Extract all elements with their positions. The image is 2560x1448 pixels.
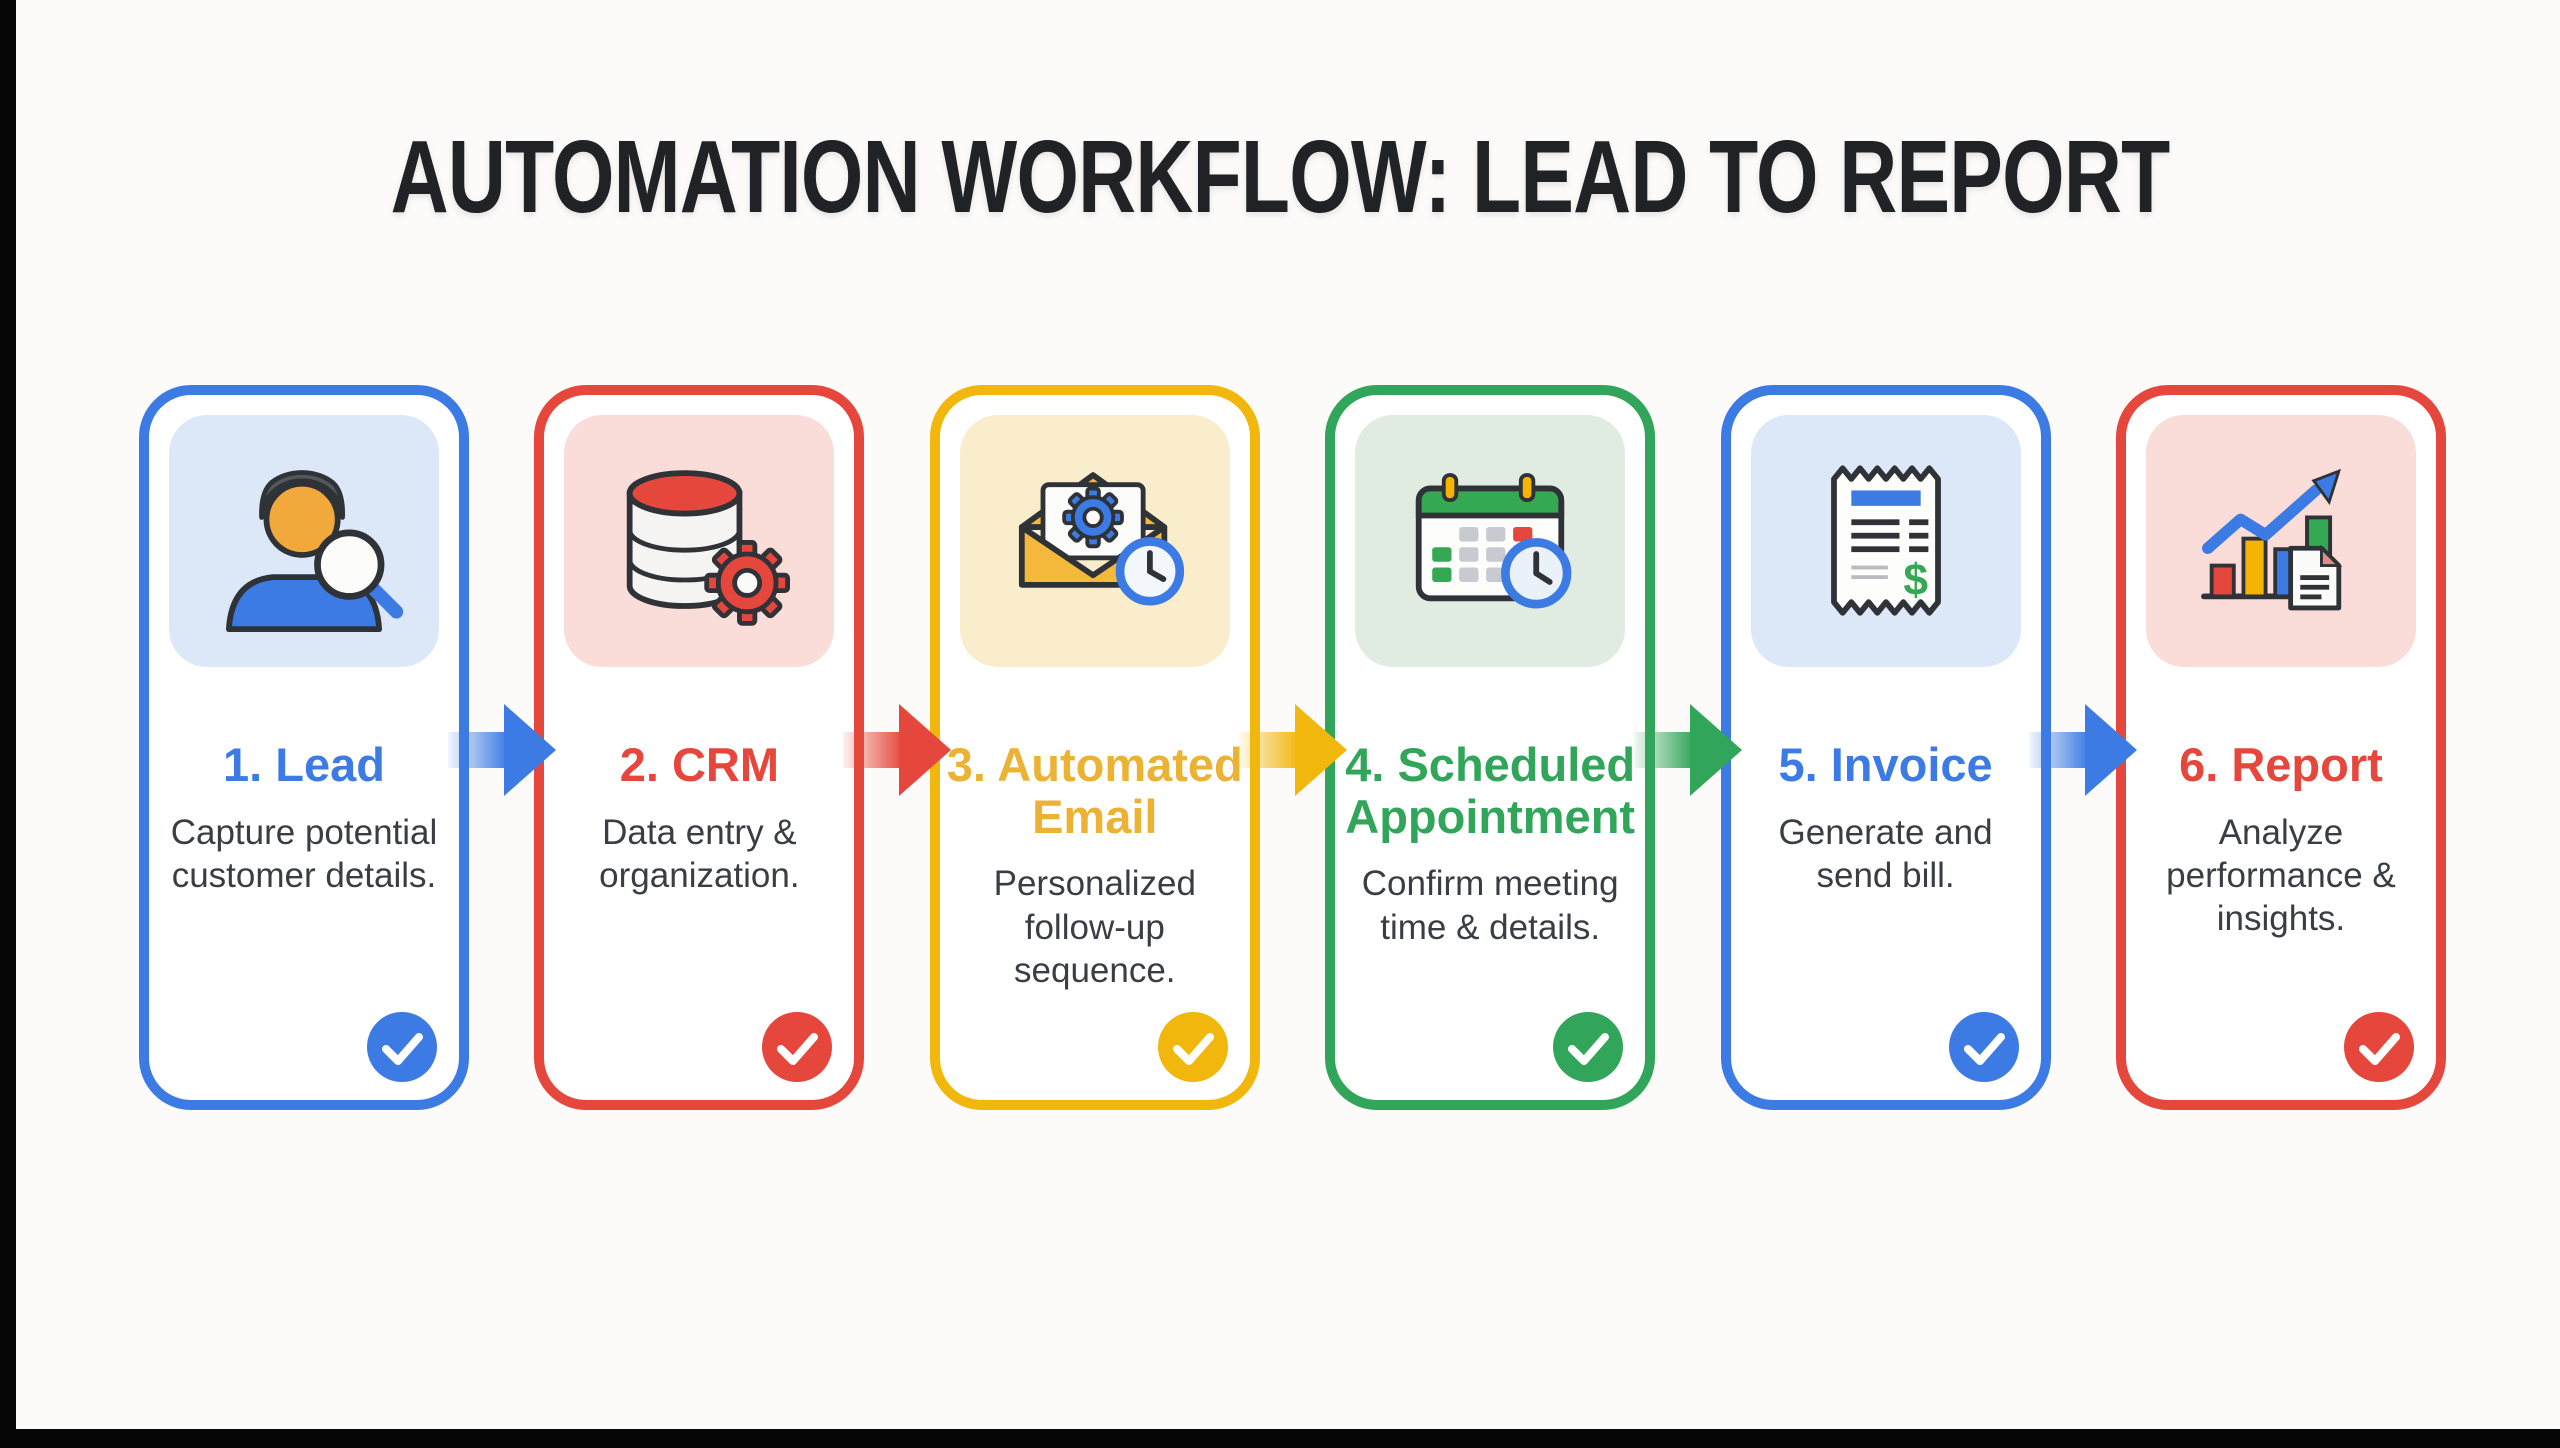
workflow-step-card: 1. Lead Capture potential customer detai… [139,385,469,1110]
step-icon-tile [564,415,835,667]
flow-arrow [1633,704,1742,796]
database-gear-icon [627,469,791,626]
step-complete-badge [1157,1012,1228,1082]
step-icon-tile [1355,415,1626,667]
workflow-step-card: 3. Automated Email Personalized follow-u… [929,385,1260,1110]
flow-arrow [2029,704,2138,796]
arrow-right-icon [843,704,952,796]
checkmark-icon [777,1033,819,1065]
step-complete-badge [762,1012,833,1082]
email-gear-clock-icon [1018,471,1184,606]
step-description: Personalized follow-up sequence. [993,864,1196,991]
left-black-strip [0,0,16,1448]
step-icon-tile: $ [1750,415,2021,667]
step-description: Analyze performance & insights. [2166,812,2396,939]
checkmark-icon [1963,1033,2005,1065]
step-description: Confirm meeting time & details. [1361,864,1619,947]
page-title: AUTOMATION WORKFLOW: LEAD TO REPORT [390,119,2171,234]
step-icon-tile [2145,415,2416,667]
step-label: 5. Invoice [1778,738,1993,791]
step-label: 6. Report [2179,738,2383,791]
step-icon [1384,450,1596,633]
flow-arrow [1238,704,1347,796]
bottom-black-bar [0,1429,2560,1448]
step-complete-badge [2343,1012,2414,1082]
step-label: 1. Lead [223,738,385,791]
step-complete-badge [367,1012,437,1082]
arrow-right-icon [1633,704,1742,796]
workflow-step-card: 2. CRM Data entry & organization. [534,385,865,1110]
step-label: 4. Scheduled Appointment [1345,738,1636,843]
flow-arrow [447,704,556,796]
step-description: Generate and send bill. [1778,812,1993,896]
step-icon [2175,450,2387,633]
step-description: Data entry & organization. [599,812,800,896]
step-icon [989,450,1201,633]
step-complete-badge [1553,1012,1624,1082]
step-icon-tile [169,415,439,667]
step-icon [593,450,805,633]
svg-text:$: $ [1903,555,1928,604]
workflow-steps-row: 1. Lead Capture potential customer detai… [139,385,2446,1110]
step-icon-tile [959,415,1230,667]
checkmark-icon [1172,1033,1214,1065]
arrow-right-icon [2029,704,2138,796]
step-label: 3. Automated Email [946,738,1243,843]
checkmark-icon [382,1033,423,1065]
step-icon [198,450,410,633]
workflow-step-card: $ 5. Invoice Generate and send bill. [1720,385,2051,1110]
flow-arrow [843,704,952,796]
checkmark-icon [1568,1033,1610,1065]
person-search-icon [225,469,404,632]
checkmark-icon [2358,1033,2400,1065]
step-description: Capture potential customer details. [170,812,438,896]
invoice-receipt-icon: $ [1830,464,1941,616]
step-icon: $ [1780,450,1992,633]
calendar-clock-icon [1416,472,1572,608]
report-chart-icon [2201,468,2343,610]
arrow-right-icon [1238,704,1347,796]
step-label: 2. CRM [619,738,780,791]
step-complete-badge [1948,1012,2019,1082]
workflow-step-card: 4. Scheduled Appointment Confirm meeting… [1325,385,1656,1110]
workflow-step-card: 6. Report Analyze performance & insights… [2115,385,2446,1110]
arrow-right-icon [447,704,556,796]
